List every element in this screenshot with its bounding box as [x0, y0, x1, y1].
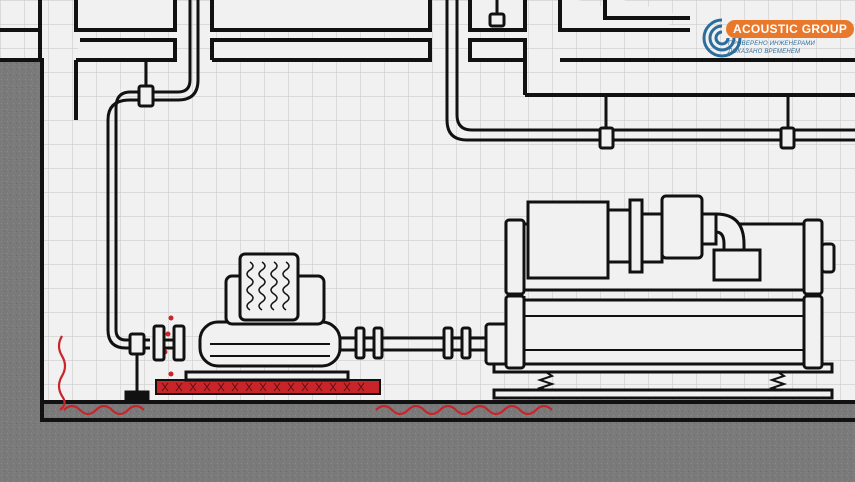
pipe-hangers	[488, 0, 796, 150]
pipe-hanger-left	[124, 60, 155, 402]
brand-logo: ACOUSTIC GROUP ПРОВЕРЕНО ИНЖЕНЕРАМИ ДОКА…	[690, 14, 855, 66]
brand-tagline-2: ДОКАЗАНО ВРЕМЕНЕМ	[728, 49, 801, 55]
pump	[152, 252, 350, 382]
supply-pipe	[106, 0, 200, 350]
ceiling-pipe	[445, 0, 855, 142]
chiller-unit	[492, 194, 836, 400]
ceiling-beams	[0, 0, 855, 120]
concentric-swirl-icon	[702, 18, 742, 58]
brand-name: ACOUSTIC GROUP	[726, 20, 855, 38]
brand-tagline-1: ПРОВЕРЕНО ИНЖЕНЕРАМИ	[728, 41, 815, 47]
isolation-mat-pattern	[161, 382, 365, 392]
vibration-waves	[57, 335, 553, 416]
